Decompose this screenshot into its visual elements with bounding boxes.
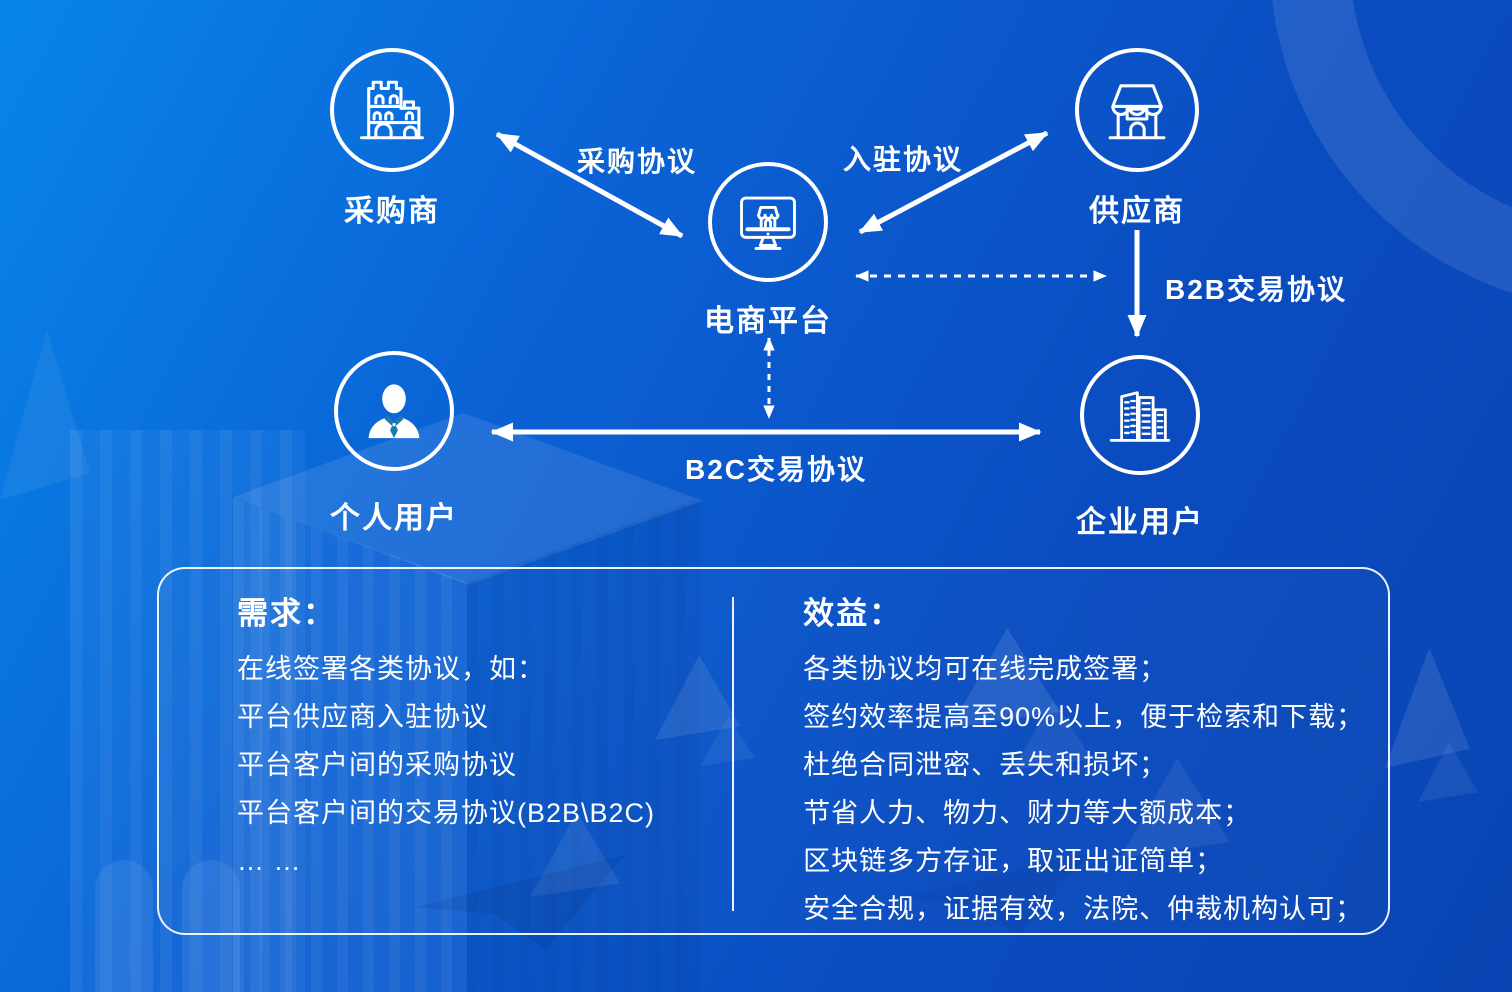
market-building-icon <box>360 80 424 140</box>
benefits-column: 效益： 各类协议均可在线完成签署； 签约效率提高至90%以上，便于检索和下载； … <box>731 569 1388 933</box>
node-circle <box>708 162 828 282</box>
node-label-enterprise-user: 企业用户 <box>1076 506 1204 539</box>
benefits-line: 各类协议均可在线完成签署； <box>803 654 1168 685</box>
requirements-benefits-panel: 需求： 在线签署各类协议，如： 平台供应商入驻协议 平台客户间的采购协议 平台客… <box>157 567 1390 935</box>
requirements-line: 在线签署各类协议，如： <box>237 654 545 685</box>
node-label-supplier: 供应商 <box>1089 195 1185 228</box>
edge-label-purchase-agreement: 采购协议 <box>576 146 698 177</box>
edge-label-entry-agreement: 入驻协议 <box>842 144 964 175</box>
panel-divider <box>732 597 734 911</box>
benefits-line: 签约效率提高至90%以上，便于检索和下载； <box>803 702 1365 733</box>
benefits-line: 杜绝合同泄密、丢失和损坏； <box>803 750 1168 781</box>
node-circle <box>1075 48 1199 172</box>
storefront-icon <box>1108 84 1166 140</box>
requirements-column: 需求： 在线签署各类协议，如： 平台供应商入驻协议 平台客户间的采购协议 平台客… <box>159 569 731 933</box>
benefits-line: 区块链多方存证，取证出证简单； <box>803 846 1224 877</box>
edge-label-b2b-agreement: B2B交易协议 <box>1165 274 1348 305</box>
node-label-platform: 电商平台 <box>704 305 832 338</box>
monitor-store-icon <box>740 196 796 250</box>
node-circle <box>334 351 454 471</box>
benefits-line: 安全合规，证据有效，法院、仲裁机构认可； <box>803 894 1364 925</box>
requirements-line: 平台客户间的交易协议(B2B\B2C) <box>237 798 656 829</box>
person-icon <box>368 384 420 439</box>
node-purchaser: 采购商 <box>282 48 502 230</box>
node-circle <box>1080 355 1200 475</box>
node-supplier: 供应商 <box>1027 48 1247 230</box>
node-circle <box>330 48 454 172</box>
benefits-heading: 效益： <box>803 596 903 631</box>
office-buildings-icon <box>1109 391 1171 442</box>
edge-purchase-agreement-arrow <box>495 131 684 239</box>
requirements-line: 平台供应商入驻协议 <box>237 702 489 733</box>
requirements-line: … … <box>237 846 302 877</box>
requirements-heading: 需求： <box>237 596 336 631</box>
benefits-line: 节省人力、物力、财力等大额成本； <box>803 798 1252 829</box>
requirements-line: 平台客户间的采购协议 <box>237 750 517 781</box>
edge-label-b2c-agreement: B2C交易协议 <box>684 454 868 485</box>
node-label-personal-user: 个人用户 <box>330 502 458 535</box>
node-platform: 电商平台 <box>658 162 878 340</box>
node-enterprise-user: 企业用户 <box>1030 355 1250 541</box>
node-personal-user: 个人用户 <box>284 351 504 537</box>
edge-entry-agreement-arrow <box>858 130 1049 235</box>
node-label-purchaser: 采购商 <box>344 195 440 228</box>
